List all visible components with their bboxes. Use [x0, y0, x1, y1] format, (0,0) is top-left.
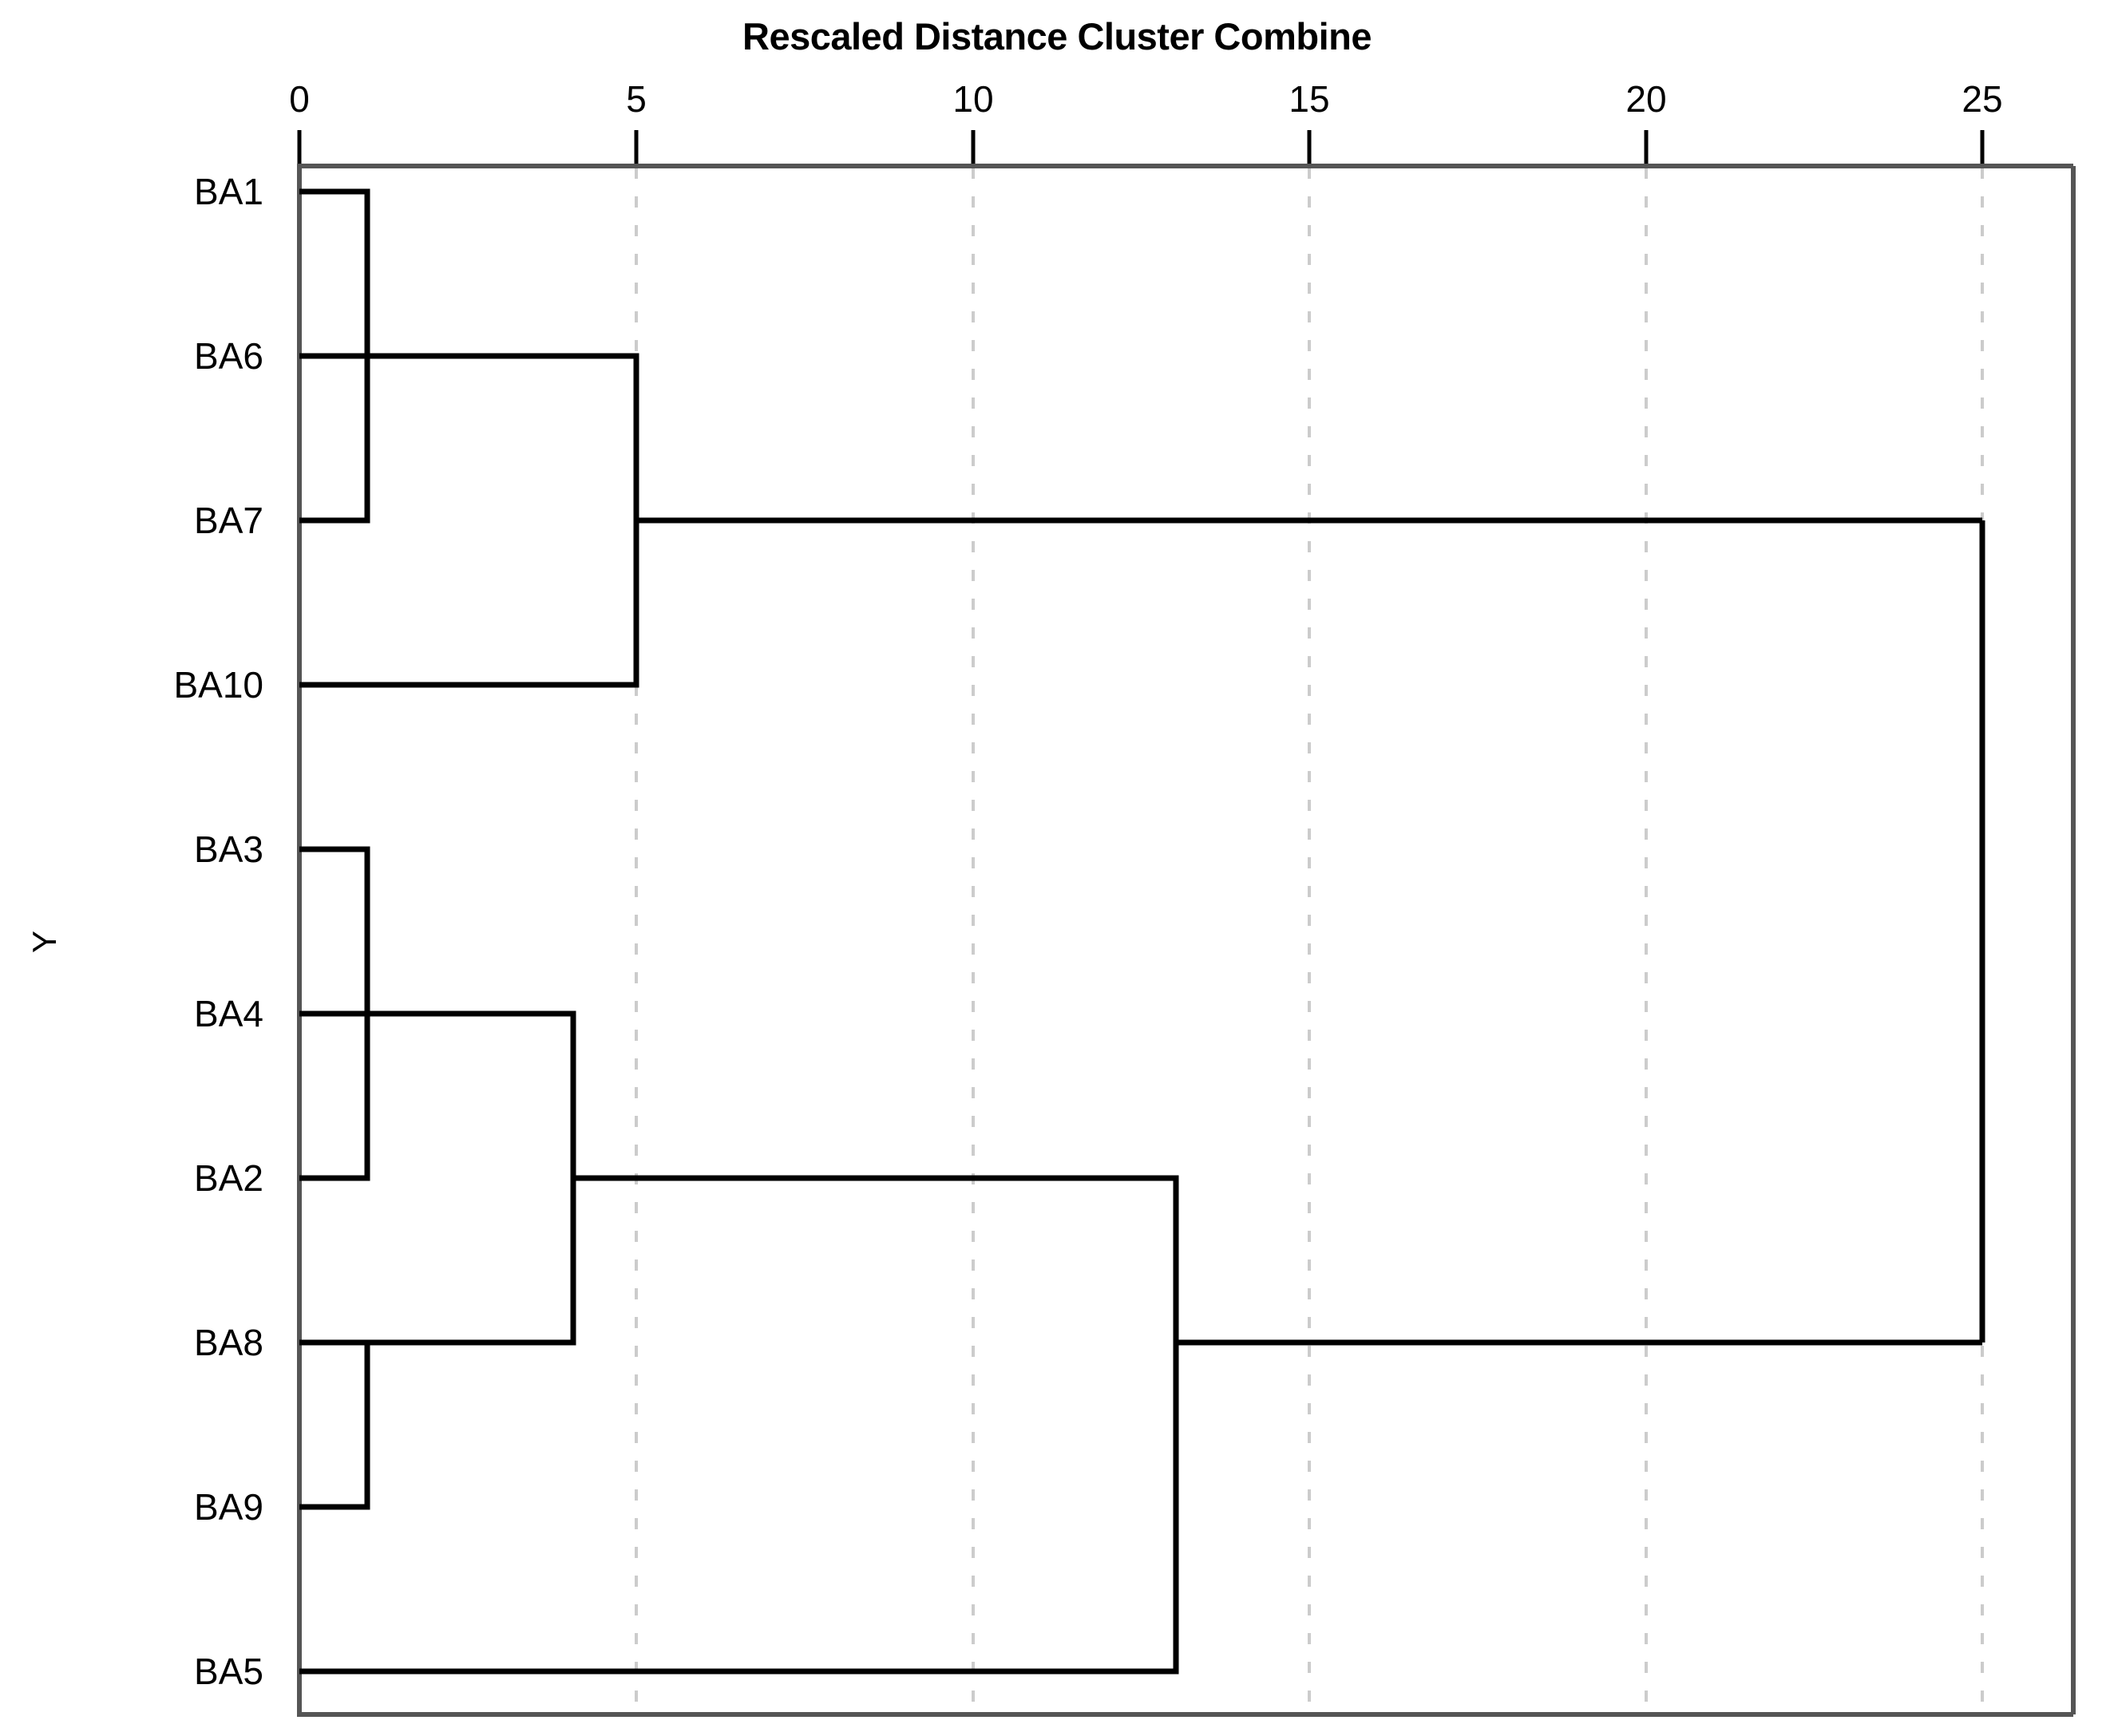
xtick-label-15: 15 — [1289, 78, 1329, 120]
leaf-label-ba2: BA2 — [194, 1157, 263, 1199]
link-clusterB-ba5 — [299, 1175, 1179, 1675]
leaf-label-ba4: BA4 — [194, 993, 263, 1034]
plot-frame — [297, 164, 2076, 1717]
leaf-label-ba6: BA6 — [194, 335, 263, 377]
xtick-label-10: 10 — [952, 78, 993, 120]
leaf-label-ba7: BA7 — [194, 500, 263, 541]
leaf-labels: BA1 BA6 BA7 BA10 BA3 BA4 BA2 BA8 BA9 BA5 — [173, 171, 263, 1692]
xtick-label-25: 25 — [1962, 78, 2002, 120]
leaf-label-ba1: BA1 — [194, 171, 263, 212]
xtick-label-5: 5 — [626, 78, 647, 120]
leaf-label-ba3: BA3 — [194, 828, 263, 870]
y-axis-label: Y — [26, 931, 63, 953]
dendrogram-links — [299, 188, 1985, 1675]
leaf-label-ba10: BA10 — [173, 664, 263, 706]
xtick-label-0: 0 — [289, 78, 310, 120]
link-ba8-ba9 — [299, 1339, 370, 1510]
leaf-label-ba5: BA5 — [194, 1651, 263, 1692]
leaf-label-ba9: BA9 — [194, 1486, 263, 1528]
gridlines — [635, 168, 1984, 1714]
xtick-label-20: 20 — [1625, 78, 1666, 120]
chart-title: Rescaled Distance Cluster Combine — [742, 15, 1372, 57]
xaxis-tick-marks — [297, 130, 1985, 165]
leaf-label-ba8: BA8 — [194, 1322, 263, 1363]
